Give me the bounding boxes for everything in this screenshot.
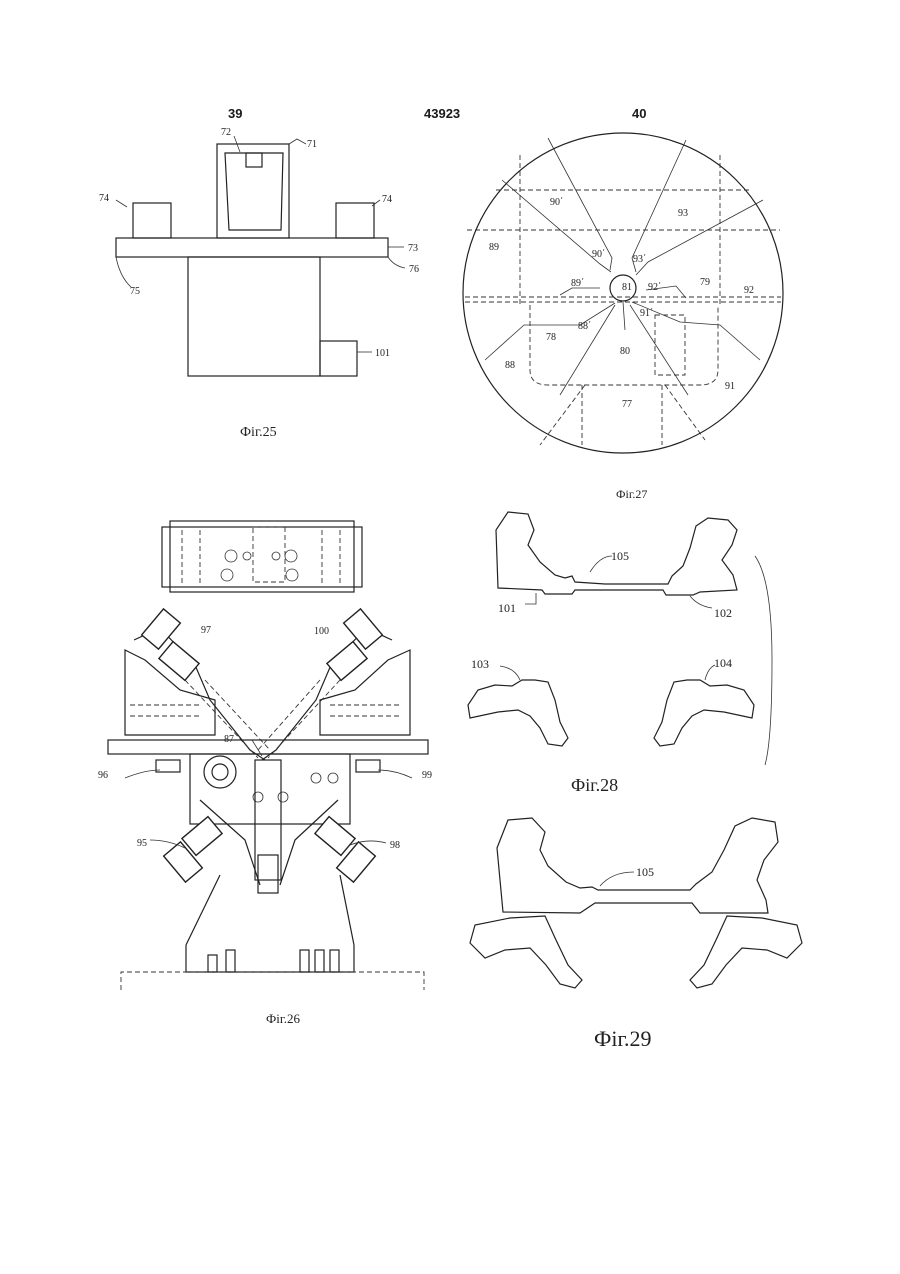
fig27-label-93: 93	[678, 208, 688, 219]
fig29-leg-left	[470, 916, 582, 988]
fig27-label-77: 77	[622, 399, 632, 410]
fig28-label-105: 105	[611, 549, 629, 563]
fig28-label-102: 102	[714, 606, 732, 620]
fig27-label-81: 81	[622, 282, 632, 293]
fig25-slot	[246, 153, 262, 167]
figure-29: 105 Фіг.29	[470, 818, 802, 1051]
fig25-label-73: 73	[408, 243, 418, 254]
figure-27: 90΄ 93 89 90΄ 93΄ 89΄ 81 92΄ 79 92 91΄ 7…	[463, 133, 783, 501]
fig28-profile-103	[468, 680, 568, 746]
fig27-caption: Фіг.27	[616, 487, 647, 501]
fig25-label-76: 76	[409, 264, 419, 275]
figure-26: 97 100 87 96 99 95 98 Фіг.26	[98, 521, 432, 1026]
fig28-label-101: 101	[498, 601, 516, 615]
fig27-label-88: 88	[505, 360, 515, 371]
fig26-label-100: 100	[314, 626, 329, 637]
fig27-label-88b: 88΄	[578, 321, 591, 332]
fig29-leg-right	[690, 916, 802, 988]
fig25-part-71	[217, 144, 289, 238]
fig25-label-101: 101	[375, 348, 390, 359]
fig26-label-97: 97	[201, 625, 211, 636]
fig27-label-91b: 91΄	[640, 308, 653, 319]
fig26-label-99: 99	[422, 770, 432, 781]
fig25-part-72	[225, 153, 283, 230]
fig26-crossbar	[108, 740, 428, 754]
fig26-top-block	[170, 521, 354, 592]
fig27-label-90a: 90΄	[550, 197, 563, 208]
fig28-label-103: 103	[471, 657, 489, 671]
fig27-label-78: 78	[546, 332, 556, 343]
fig25-label-75: 75	[130, 286, 140, 297]
fig25-caption: Фіг.25	[240, 425, 277, 440]
fig26-cylinder-97	[159, 642, 199, 681]
fig27-label-93b: 93΄	[633, 254, 646, 265]
fig26-cylinder-98	[315, 817, 355, 856]
fig26-label-95: 95	[137, 838, 147, 849]
fig26-label-96: 96	[98, 770, 108, 781]
fig25-label-71: 71	[307, 139, 317, 150]
fig29-caption: Фіг.29	[594, 1026, 652, 1051]
fig27-label-90b: 90΄	[592, 249, 605, 260]
figure-25: 72 71 74 74 73 76 75 101 Фіг.25	[99, 127, 419, 440]
fig25-label-74-right: 74	[382, 194, 392, 205]
fig25-part-74-left	[133, 203, 171, 238]
fig27-label-80: 80	[620, 346, 630, 357]
fig28-profile-104	[654, 680, 754, 746]
fig26-pivot	[204, 756, 236, 788]
fig26-cylinder-100	[327, 642, 367, 681]
fig26-caption: Фіг.26	[266, 1011, 300, 1026]
fig28-label-104: 104	[714, 656, 732, 670]
fig25-part-101	[320, 341, 357, 376]
fig27-label-89b: 89΄	[571, 278, 584, 289]
fig27-label-92: 92	[744, 285, 754, 296]
fig27-label-79: 79	[700, 277, 710, 288]
fig27-label-92b: 92΄	[648, 282, 661, 293]
fig25-body	[188, 257, 320, 376]
fig27-label-89: 89	[489, 242, 499, 253]
fig25-plate-73	[116, 238, 388, 257]
fig26-label-87: 87	[224, 734, 234, 745]
fig25-label-74-left: 74	[99, 193, 109, 204]
figure-28: 105 101 102 103 104 Фіг.28	[468, 512, 772, 795]
fig25-label-72: 72	[221, 127, 231, 138]
fig26-cylinder-95	[182, 817, 222, 856]
fig26-label-98: 98	[390, 840, 400, 851]
fig25-part-74-right	[336, 203, 374, 238]
fig27-label-91: 91	[725, 381, 735, 392]
fig28-caption: Фіг.28	[571, 775, 618, 795]
fig29-label-105: 105	[636, 865, 654, 879]
